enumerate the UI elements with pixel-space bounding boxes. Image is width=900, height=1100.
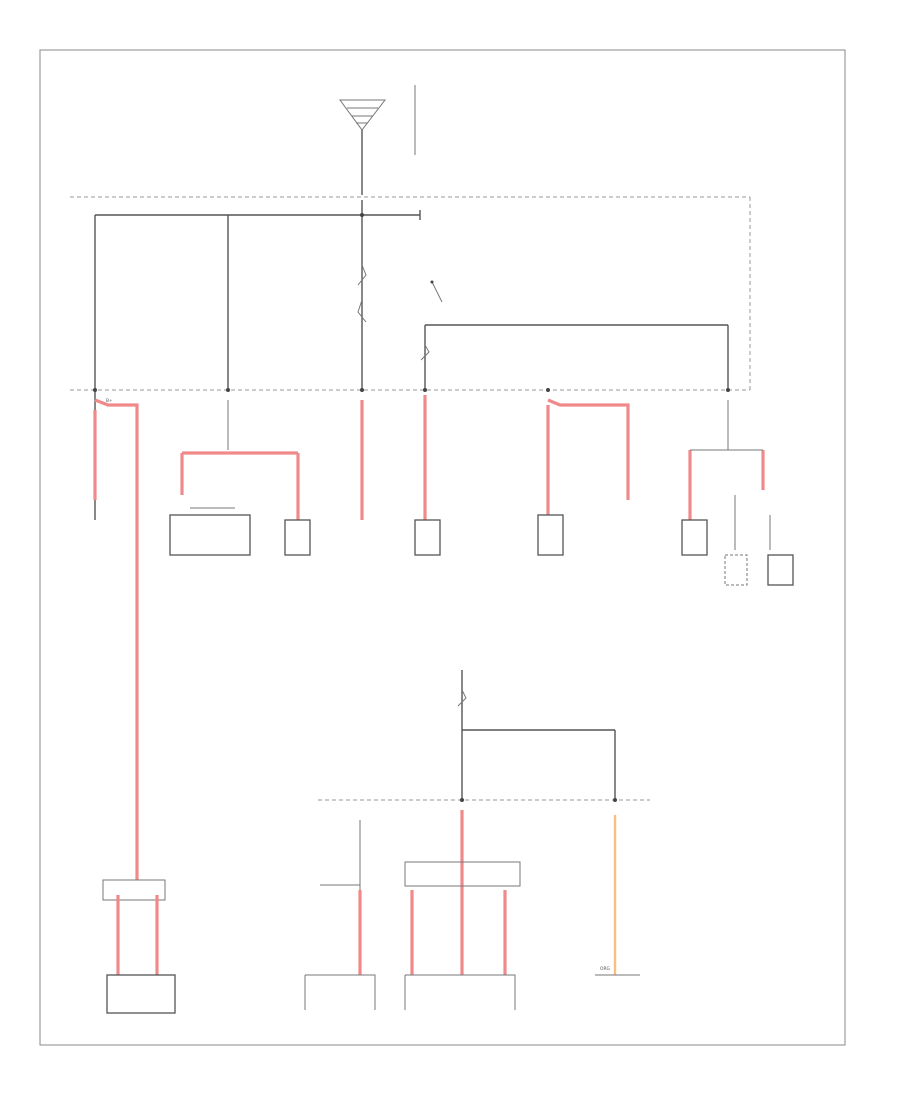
lower-section bbox=[318, 670, 650, 975]
left-module-box bbox=[537, 514, 564, 556]
relay-switch bbox=[420, 280, 729, 390]
rear-left-module-box bbox=[724, 554, 748, 586]
rear-module-box bbox=[681, 519, 708, 556]
main-bus bbox=[94, 200, 421, 390]
lower-left-component-box bbox=[106, 974, 176, 1014]
components-row bbox=[169, 400, 794, 586]
control-module-box bbox=[414, 519, 441, 556]
red-wires bbox=[93, 395, 765, 880]
diagram-frame bbox=[39, 49, 846, 1046]
lower-left-relay bbox=[102, 879, 176, 1014]
wire-label-orange: ORG bbox=[600, 966, 611, 972]
lower-components bbox=[304, 974, 640, 1010]
passenger-relay-box bbox=[169, 514, 251, 556]
rear-right-module-box bbox=[767, 554, 794, 586]
horn-relay-box bbox=[284, 519, 311, 556]
wire-label-battery: B+ bbox=[106, 398, 113, 404]
battery-symbol bbox=[339, 85, 416, 195]
